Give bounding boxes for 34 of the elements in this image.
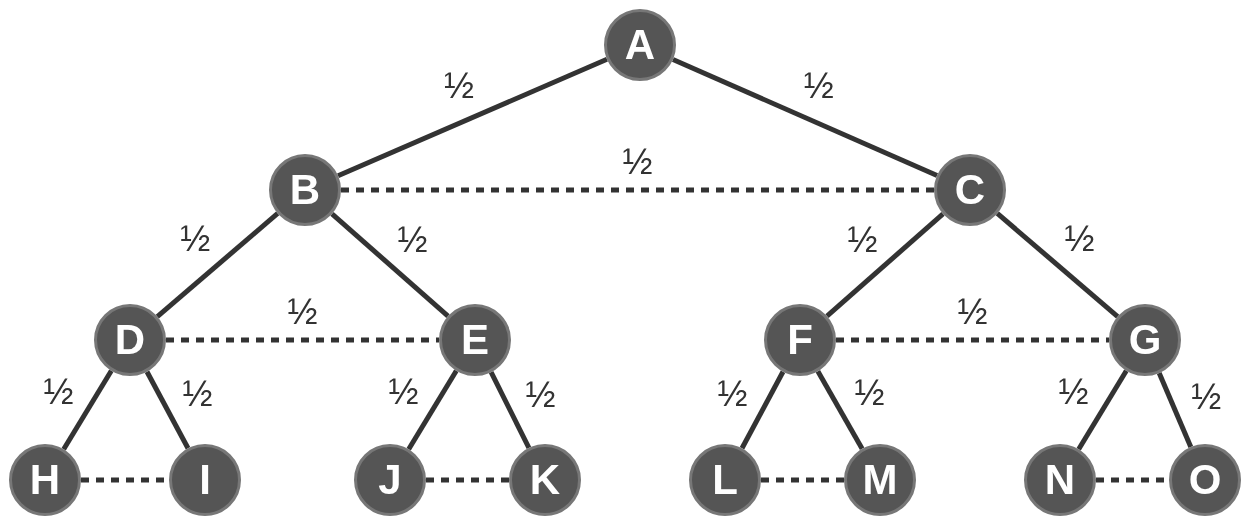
dashed-line (166, 337, 439, 343)
node-circle: M (844, 444, 916, 516)
node-circle: F (764, 304, 836, 376)
connector-line (815, 370, 865, 450)
node-circle: I (169, 444, 241, 516)
node-circle: H (9, 444, 81, 516)
dashed-line (426, 477, 509, 483)
connector-line (406, 369, 459, 451)
connector-line (825, 211, 945, 319)
node-circle: J (354, 444, 426, 516)
node-circle: K (509, 444, 581, 516)
node-circle: A (604, 9, 676, 81)
connector-line (144, 370, 191, 450)
connector-line (337, 57, 608, 178)
connector-line (488, 371, 532, 449)
node-circle: O (1169, 444, 1241, 516)
node-circle: E (439, 304, 511, 376)
connector-line (671, 57, 939, 178)
dashed-line (836, 337, 1109, 343)
node-circle: B (269, 154, 341, 226)
dashed-line (341, 187, 934, 193)
node-circle: G (1109, 304, 1181, 376)
connector-line (155, 211, 280, 319)
node-circle: L (689, 444, 761, 516)
node-circle: C (934, 154, 1006, 226)
connector-line (61, 369, 114, 451)
connector-line (1156, 372, 1194, 448)
connector-line (330, 211, 450, 319)
node-circle: N (1024, 444, 1096, 516)
node-circle: D (94, 304, 166, 376)
connector-line (995, 211, 1120, 319)
connector-line (739, 370, 786, 450)
connector-line (1076, 369, 1129, 451)
dashed-line (761, 477, 844, 483)
